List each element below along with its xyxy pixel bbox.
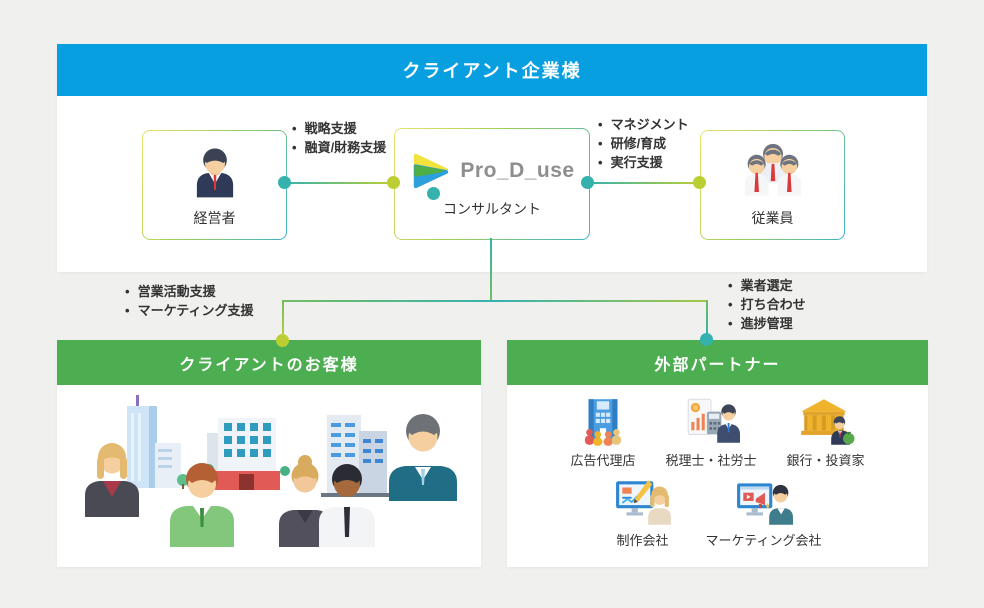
support-item: 戦略支援 xyxy=(292,120,386,139)
partner-label: 税理士・社労士 xyxy=(665,453,757,468)
partner-production-company: 制作会社 xyxy=(614,477,672,549)
connector-dot xyxy=(700,333,713,346)
manager-avatar-icon xyxy=(196,147,233,197)
connector-consultant-down xyxy=(490,238,492,302)
manager-box: 経営者 xyxy=(142,130,287,240)
partners-panel: 外部パートナー xyxy=(507,340,928,567)
support-item: 打ち合わせ xyxy=(728,296,806,315)
tax-accountant-icon xyxy=(687,398,740,443)
employees-avatar-icon xyxy=(744,143,801,196)
connector-consultant-employees xyxy=(588,182,700,184)
connector-dot xyxy=(276,334,289,347)
consultant-label: コンサルタント xyxy=(443,200,541,217)
ad-agency-building-icon xyxy=(584,399,622,446)
partner-tax-accountant: 税理士・社労士 xyxy=(665,397,757,469)
client-company-header: クライアント企業様 xyxy=(57,44,927,96)
marketing-company-icon xyxy=(736,483,793,525)
customers-panel: クライアントのお客様 xyxy=(57,340,481,567)
support-item: マネジメント xyxy=(598,116,689,135)
customers-illustration xyxy=(85,395,457,547)
client-company-panel: クライアント企業様 経営者 Pro_D xyxy=(57,44,927,272)
support-item: 融資/財務支援 xyxy=(292,139,387,158)
connector-dot xyxy=(581,176,594,189)
partner-bank-investor: 銀行・投資家 xyxy=(787,397,865,469)
bank-building-icon xyxy=(800,399,854,445)
connector-to-partners xyxy=(706,300,708,336)
partner-label: 制作会社 xyxy=(616,533,669,548)
customers-title: クライアントのお客様 xyxy=(179,356,359,374)
manager-label: 経営者 xyxy=(193,209,236,226)
partners-header: 外部パートナー xyxy=(507,340,928,385)
produse-brand-text: Pro_D_use xyxy=(460,158,575,182)
connector-manager-consultant xyxy=(285,182,394,184)
client-company-title: クライアント企業様 xyxy=(402,61,582,81)
customers-header: クライアントのお客様 xyxy=(57,340,481,385)
employees-label: 従業員 xyxy=(751,209,794,226)
support-item: マーケティング支援 xyxy=(125,302,254,321)
partner-label: マーケティング会社 xyxy=(705,533,822,548)
partner-ad-agency: 広告代理店 xyxy=(570,397,635,469)
partners-title: 外部パートナー xyxy=(654,356,781,374)
employees-box: 従業員 xyxy=(700,130,845,240)
support-item: 営業活動支援 xyxy=(125,283,254,302)
production-company-icon xyxy=(615,480,671,525)
customers-support-list: 営業活動支援 マーケティング支援 xyxy=(125,283,254,321)
employee-support-list: マネジメント 研修/育成 実行支援 xyxy=(598,116,689,173)
partners-support-list: 業者選定 打ち合わせ 進捗管理 xyxy=(728,277,806,334)
support-item: 進捗管理 xyxy=(728,315,806,334)
connector-dot xyxy=(427,187,440,200)
partner-label: 広告代理店 xyxy=(570,453,636,468)
manager-support-list: 戦略支援 融資/財務支援 xyxy=(292,120,387,158)
connector-dot xyxy=(693,176,706,189)
partner-label: 銀行・投資家 xyxy=(786,453,865,468)
connector-branch-horizontal xyxy=(283,300,707,302)
connector-dot xyxy=(278,176,291,189)
connector-to-customers xyxy=(282,300,284,338)
support-item: 業者選定 xyxy=(728,277,806,296)
consultant-box: Pro_D_use コンサルタント xyxy=(394,128,590,240)
produse-logo-icon xyxy=(414,153,449,188)
partner-marketing-company: マーケティング会社 xyxy=(705,477,822,549)
connector-dot xyxy=(387,176,400,189)
support-item: 研修/育成 xyxy=(598,135,689,154)
support-item: 実行支援 xyxy=(598,154,689,173)
